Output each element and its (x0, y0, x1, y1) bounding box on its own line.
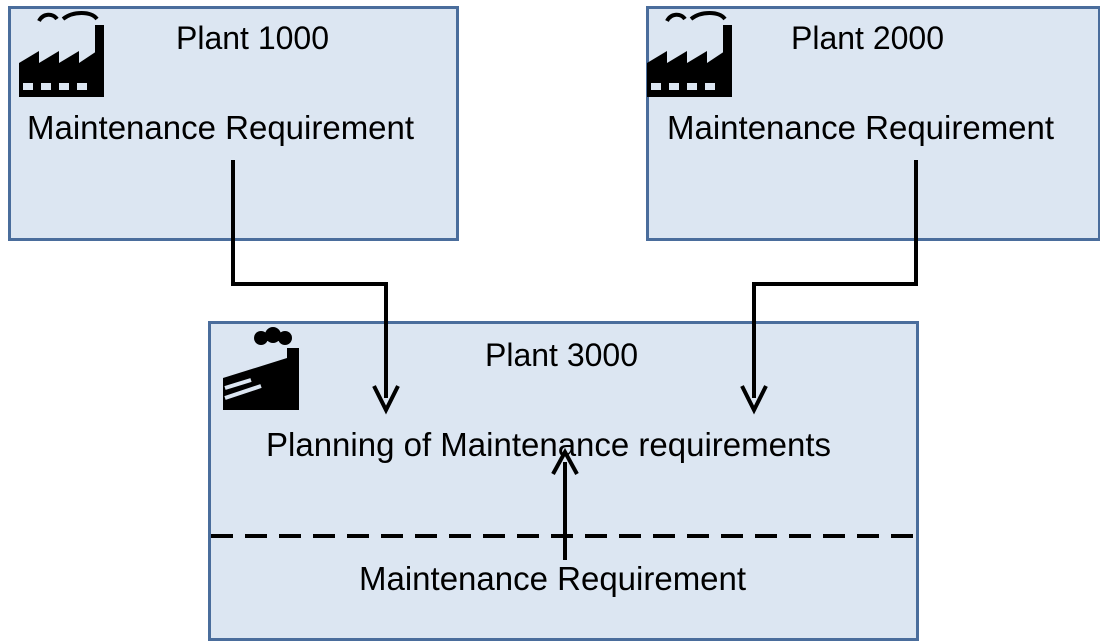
connector-plant-2000 (752, 160, 918, 398)
connector-plant-1000 (231, 160, 388, 398)
plant-title: Plant 3000 (485, 337, 639, 373)
arrow-head (740, 385, 768, 415)
maintenance-requirement-label: Maintenance Requirement (359, 560, 747, 597)
planning-label: Planning of Maintenance requirements (266, 426, 832, 463)
plant-1000-box: Plant 1000 Maintenance Requirement (8, 6, 459, 241)
plant-2000-box: Plant 2000 Maintenance Requirement (646, 6, 1100, 241)
factory-icon (647, 11, 732, 97)
plant-title: Plant 1000 (176, 20, 330, 56)
maintenance-requirement-label: Maintenance Requirement (667, 109, 1055, 146)
factory-icon (19, 11, 104, 97)
plant-title: Plant 2000 (791, 20, 945, 56)
arrow-head (372, 385, 400, 415)
factory-smoke-icon (223, 327, 299, 410)
arrow-head (551, 447, 579, 475)
maintenance-requirement-label: Maintenance Requirement (27, 109, 415, 146)
